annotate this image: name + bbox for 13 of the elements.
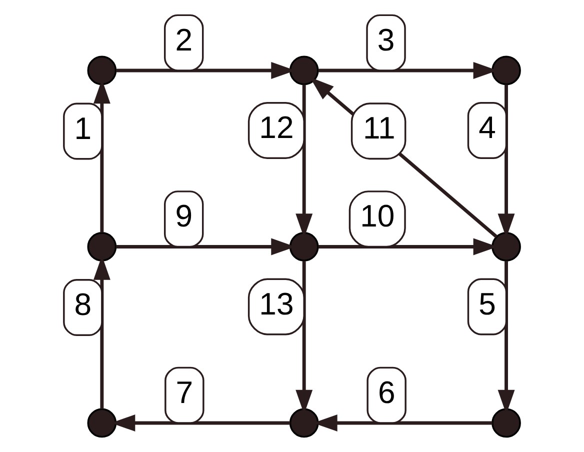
edge-label: 8: [74, 287, 92, 322]
edge-label: 13: [259, 286, 294, 322]
edge-label: 12: [259, 110, 294, 146]
edge-label: 3: [377, 22, 395, 58]
edge-label: 2: [175, 22, 193, 58]
edge-label: 1: [74, 110, 92, 146]
edge-label: 7: [176, 374, 194, 410]
edge-label: 5: [478, 286, 496, 322]
edge-label: 4: [478, 110, 496, 146]
edge-label: 11: [363, 110, 396, 146]
edge-label: 6: [378, 374, 396, 410]
edge-label: 9: [175, 198, 193, 234]
edge-label: 10: [360, 198, 395, 234]
